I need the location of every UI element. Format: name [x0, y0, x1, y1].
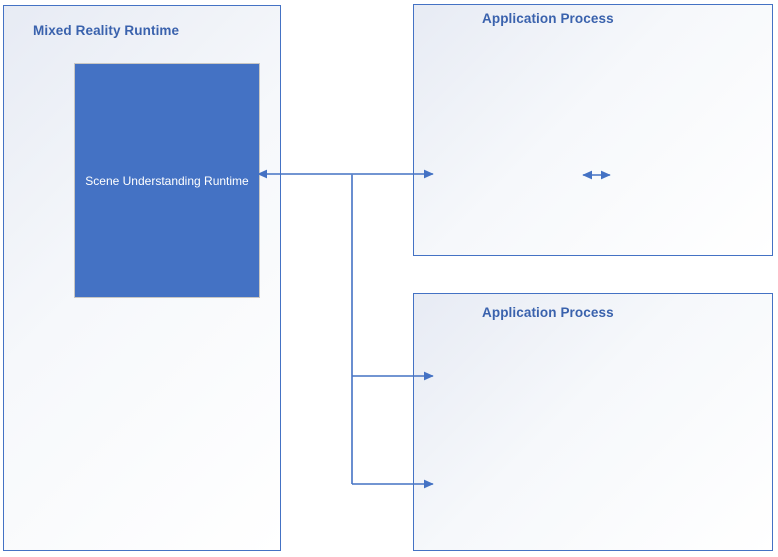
- application-process-top-container: Application Process Scene MRTK: [413, 4, 773, 256]
- application-process-bottom-container: Application Process Scene Scene: [413, 293, 773, 551]
- scene-understanding-runtime-box: Scene Understanding Runtime: [74, 63, 260, 298]
- scene-understanding-runtime-label: Scene Understanding Runtime: [85, 173, 249, 188]
- mixed-reality-runtime-container: Mixed Reality Runtime Scene Understandin…: [3, 5, 281, 551]
- application-process-top-title: Application Process: [482, 11, 614, 26]
- mixed-reality-runtime-title: Mixed Reality Runtime: [33, 23, 180, 38]
- application-process-bottom-title: Application Process: [482, 305, 614, 320]
